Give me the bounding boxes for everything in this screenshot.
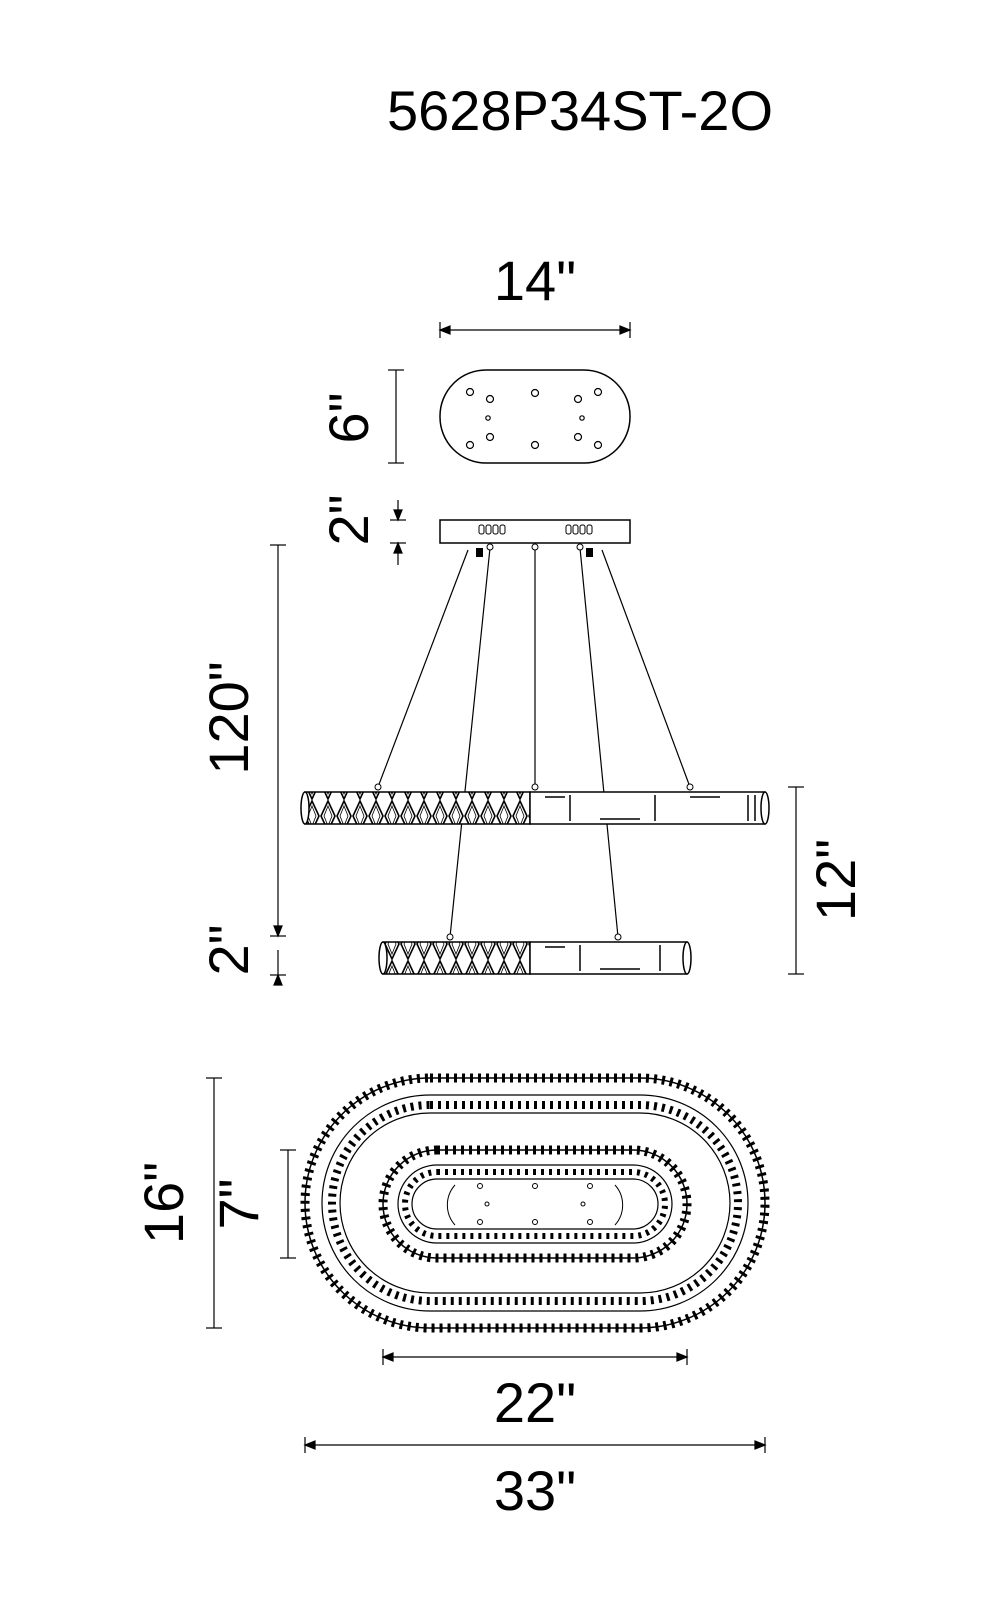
rings-bottom-view bbox=[300, 1073, 770, 1333]
canopy-side-view bbox=[439, 519, 631, 544]
canopy-top-view bbox=[439, 369, 631, 464]
outer-ring-width-label: 33" bbox=[494, 1459, 576, 1522]
outer-ring-width-dimension bbox=[303, 1437, 767, 1453]
canopy-screw-holes bbox=[465, 387, 603, 450]
inner-ring-side-view bbox=[378, 941, 692, 975]
ring-drop-label: 12" bbox=[804, 839, 867, 921]
canopy-height-dimension bbox=[390, 500, 406, 565]
canopy-depth-label: 6" bbox=[317, 392, 380, 443]
inner-ring-width-dimension bbox=[381, 1349, 689, 1365]
canopy-depth-dimension bbox=[388, 369, 404, 464]
canopy-width-dimension bbox=[438, 322, 632, 338]
cable-grippers bbox=[374, 543, 694, 941]
inner-ring-depth-dimension bbox=[280, 1149, 296, 1259]
suspension-cables bbox=[377, 547, 691, 938]
inner-ring-depth-label: 7" bbox=[207, 1178, 270, 1229]
outer-ring-depth-label: 16" bbox=[132, 1162, 195, 1244]
inner-ring-width-label: 22" bbox=[494, 1371, 576, 1434]
ring-height-label: 2" bbox=[197, 924, 260, 975]
ring-height-dimension bbox=[270, 950, 286, 986]
outer-ring-depth-dimension bbox=[206, 1077, 222, 1329]
ring-drop-dimension bbox=[788, 786, 804, 975]
canopy-height-label: 2" bbox=[317, 494, 380, 545]
cable-length-dimension bbox=[270, 544, 286, 938]
model-number-title: 5628P34ST-2O bbox=[387, 79, 773, 142]
canopy-width-label: 14" bbox=[494, 249, 576, 312]
cable-length-label: 120" bbox=[197, 661, 260, 774]
outer-ring-side-view bbox=[300, 791, 770, 825]
